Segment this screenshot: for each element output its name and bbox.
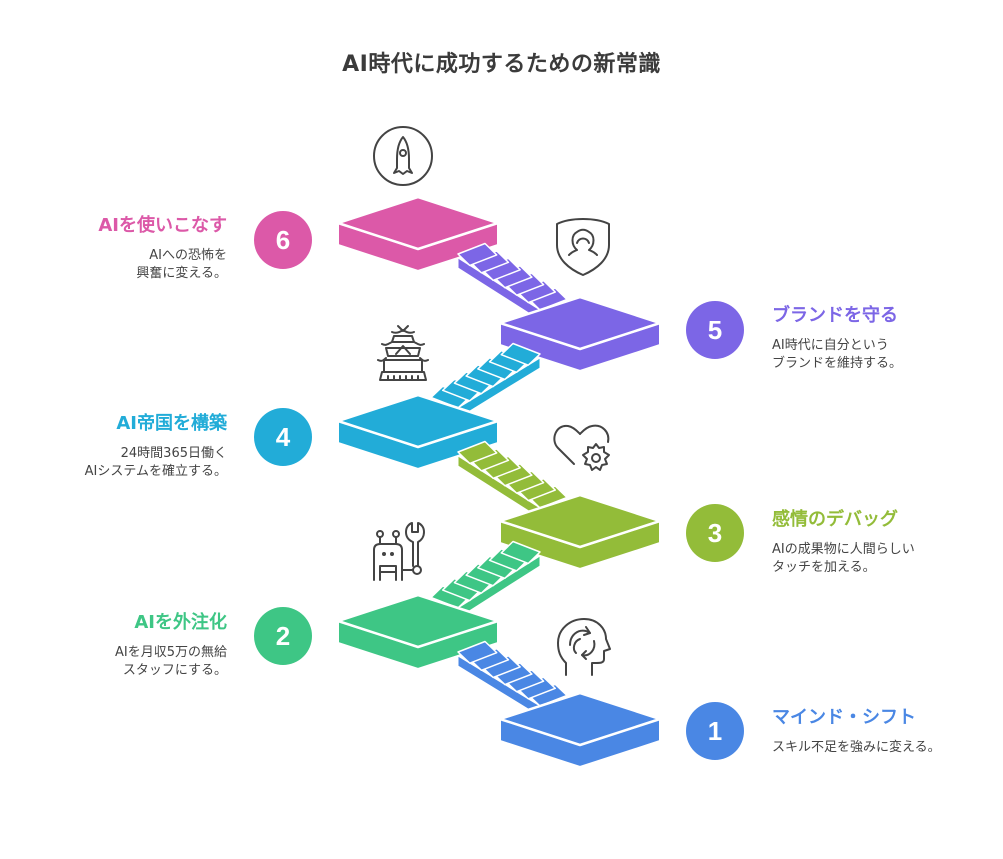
stair-step-5-4	[492, 265, 533, 289]
stair-step-2-7	[500, 540, 541, 565]
step-6-description: AIへの恐怖を 興奮に変える。	[136, 248, 227, 281]
stair-step-2-2	[441, 577, 483, 602]
stair-step-4-5	[477, 357, 518, 381]
step-1-text: マインド・シフト スキル不足を強みに変える。	[772, 703, 1002, 757]
step-3-text: 感情のデバッグ AIの成果物に人間らしい タッチを加える。	[772, 505, 1002, 577]
robot-wrench-icon	[373, 522, 425, 581]
step-4-heading: AI帝国を構築	[116, 413, 227, 434]
step-number-6: 6	[254, 211, 312, 269]
step-4-description: 24時間365日働く AIシステムを確立する。	[84, 446, 227, 479]
stair-step-5-6	[468, 250, 510, 274]
stair-step-1-7	[457, 640, 498, 664]
platform-top-1	[498, 691, 662, 747]
stair-step-1-2	[515, 676, 557, 700]
step-5-text: ブランドを守る AI時代に自分という ブランドを維持する。	[772, 301, 1002, 373]
head-refresh-icon	[557, 618, 611, 676]
step-5-description: AI時代に自分という ブランドを維持する。	[772, 338, 903, 371]
stair-step-3-7	[457, 440, 498, 465]
stair-step-4-4	[465, 364, 506, 388]
step-number-3: 3	[686, 504, 744, 562]
stair-step-3-6	[468, 448, 510, 472]
stair-step-1-3	[504, 669, 545, 693]
stair-step-3-4	[492, 463, 533, 487]
stair-step-2-3	[453, 570, 494, 594]
stair-step-2-4	[465, 563, 506, 587]
step-5-heading: ブランドを守る	[772, 305, 898, 326]
stair-step-1-4	[492, 662, 533, 686]
platform-top-3	[498, 493, 662, 549]
step-4-text: AI帝国を構築 24時間365日働く AIシステムを確立する。	[0, 409, 227, 481]
stair-step-5-2	[515, 279, 557, 304]
stair-step-4-2	[441, 378, 483, 402]
step-1-description: スキル不足を強みに変える。	[772, 740, 941, 755]
step-3-heading: 感情のデバッグ	[772, 509, 898, 530]
step-number-1: 1	[686, 702, 744, 760]
stair-step-3-5	[480, 455, 521, 480]
step-6-text: AIを使いこなす AIへの恐怖を 興奮に変える。	[0, 211, 227, 283]
step-number-4: 4	[254, 408, 312, 466]
stair-step-3-3	[504, 470, 545, 494]
step-6-heading: AIを使いこなす	[98, 215, 227, 236]
stair-step-5-3	[504, 272, 545, 296]
platform-top-2	[336, 593, 500, 649]
stair-step-4-6	[488, 349, 530, 374]
step-1-heading: マインド・シフト	[772, 707, 916, 728]
platform-top-5	[498, 295, 662, 351]
platform-top-6	[336, 195, 500, 251]
stair-step-3-2	[515, 477, 557, 502]
stair-step-1-5	[480, 655, 521, 679]
stair-step-1-6	[468, 647, 510, 672]
platform-top-4	[336, 393, 500, 449]
stair-step-2-5	[477, 555, 518, 580]
step-2-text: AIを外注化 AIを月収5万の無給 スタッフにする。	[0, 608, 227, 680]
diagram-title: AI時代に成功するための新常識	[342, 52, 661, 77]
step-number-2: 2	[254, 607, 312, 665]
heart-gear-icon	[553, 424, 610, 471]
step-3-description: AIの成果物に人間らしい タッチを加える。	[772, 542, 915, 575]
step-number-5: 5	[686, 301, 744, 359]
stair-step-4-7	[500, 342, 541, 366]
step-2-heading: AIを外注化	[134, 612, 227, 633]
castle-icon	[377, 325, 429, 381]
step-2-description: AIを月収5万の無給 スタッフにする。	[115, 645, 227, 678]
rocket-icon	[373, 126, 433, 186]
stair-step-5-7	[457, 242, 498, 267]
stair-step-4-3	[453, 371, 494, 395]
shield-person-icon	[556, 218, 610, 276]
stair-step-2-6	[488, 548, 530, 572]
stair-step-5-5	[480, 257, 521, 282]
